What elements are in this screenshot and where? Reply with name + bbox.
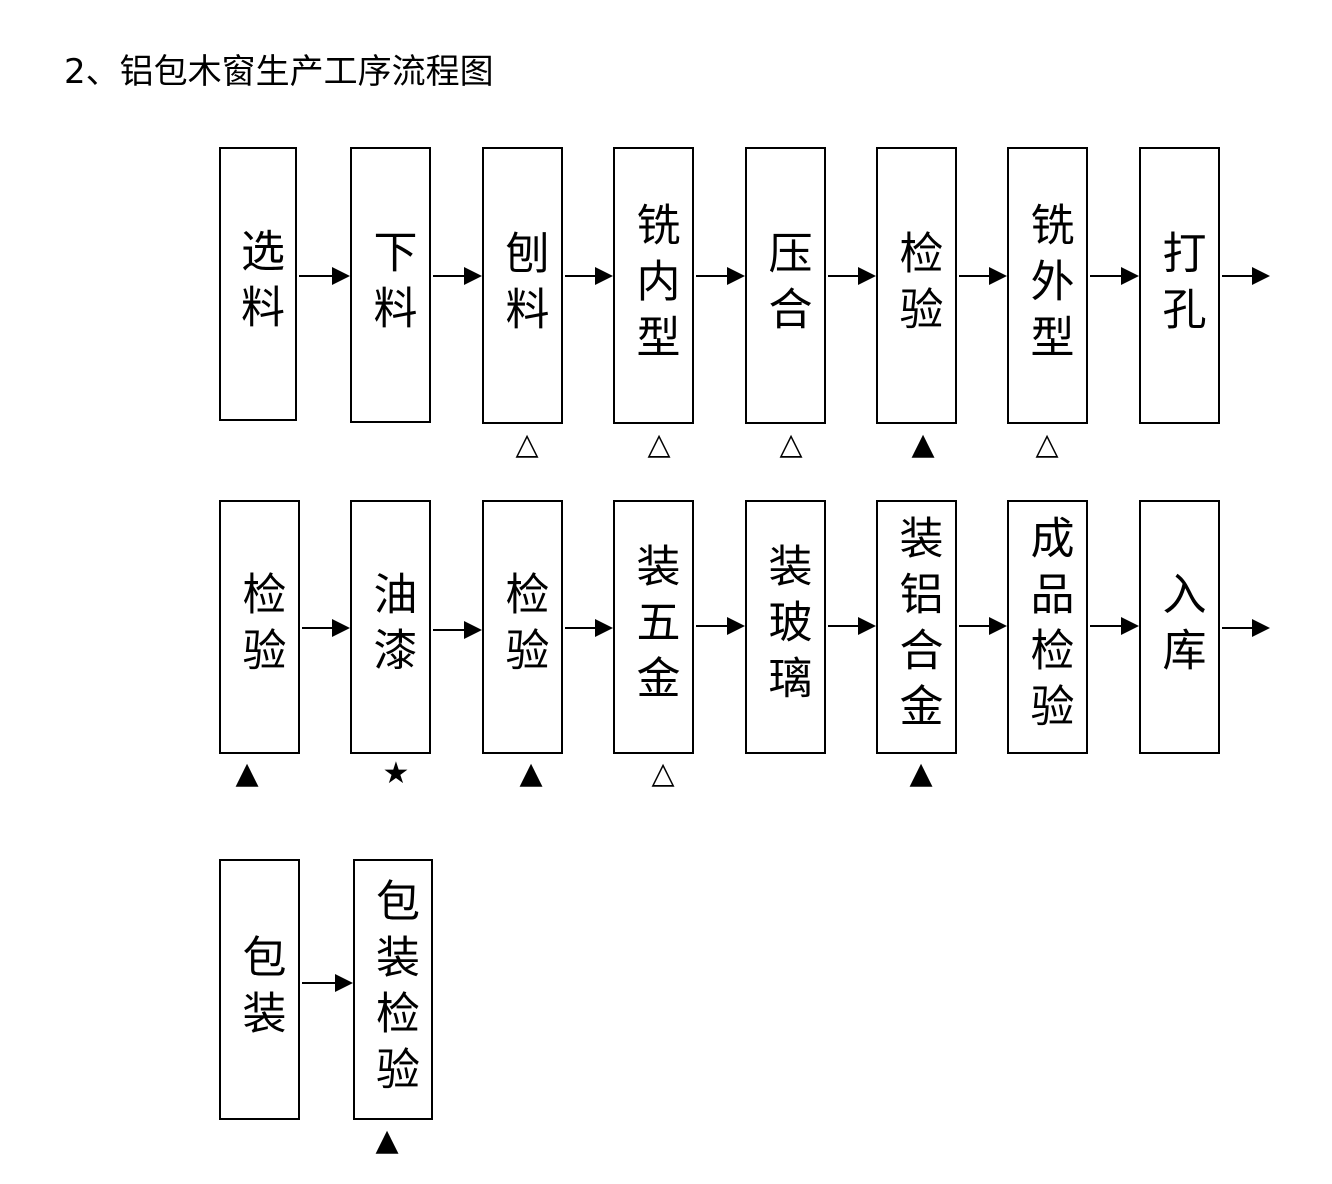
process-step: 下料 <box>350 147 431 423</box>
flow-arrow <box>1222 619 1270 637</box>
flow-arrow <box>696 267 745 285</box>
flow-arrow <box>959 267 1007 285</box>
flow-arrow <box>433 621 482 639</box>
process-step: 打孔 <box>1139 147 1220 424</box>
process-step: 油漆 <box>350 500 431 754</box>
process-step: 装五金 <box>613 500 694 754</box>
flow-arrow <box>959 617 1007 635</box>
process-symbol: △ <box>1035 427 1059 462</box>
process-step: 铣内型 <box>613 147 694 424</box>
process-step: 包装检验 <box>353 859 433 1120</box>
process-step: 装铝合金 <box>876 500 957 754</box>
flow-arrow <box>302 974 353 992</box>
flow-arrow <box>302 619 350 637</box>
flow-arrow <box>1090 267 1139 285</box>
flow-arrow <box>565 619 613 637</box>
process-step: 检验 <box>876 147 957 424</box>
flow-arrow <box>696 617 745 635</box>
process-symbol: ▲ <box>911 427 935 462</box>
process-step: 入库 <box>1139 500 1220 754</box>
process-symbol: ▲ <box>519 756 543 791</box>
process-symbol: △ <box>647 427 671 462</box>
flow-arrow <box>299 267 350 285</box>
flow-arrow <box>1090 617 1139 635</box>
process-step: 装玻璃 <box>745 500 826 754</box>
process-symbol: ★ <box>382 756 410 791</box>
process-step: 成品检验 <box>1007 500 1088 754</box>
process-step: 压合 <box>745 147 826 424</box>
process-symbol: △ <box>515 427 539 462</box>
process-step: 检验 <box>219 500 300 754</box>
process-symbol: ▲ <box>375 1123 399 1158</box>
process-step: 刨料 <box>482 147 563 424</box>
flow-arrow <box>565 267 613 285</box>
flow-arrow <box>1222 267 1270 285</box>
process-step: 选料 <box>219 147 297 421</box>
flow-arrow <box>433 267 482 285</box>
process-step: 铣外型 <box>1007 147 1088 424</box>
process-step: 包装 <box>219 859 300 1120</box>
process-symbol: ▲ <box>235 756 259 791</box>
flow-arrow <box>828 617 876 635</box>
page-title: 2、铝包木窗生产工序流程图 <box>64 52 494 92</box>
flow-arrow <box>828 267 876 285</box>
process-symbol: ▲ <box>909 756 933 791</box>
process-symbol: △ <box>779 427 803 462</box>
process-step: 检验 <box>482 500 563 754</box>
process-symbol: △ <box>651 756 675 791</box>
